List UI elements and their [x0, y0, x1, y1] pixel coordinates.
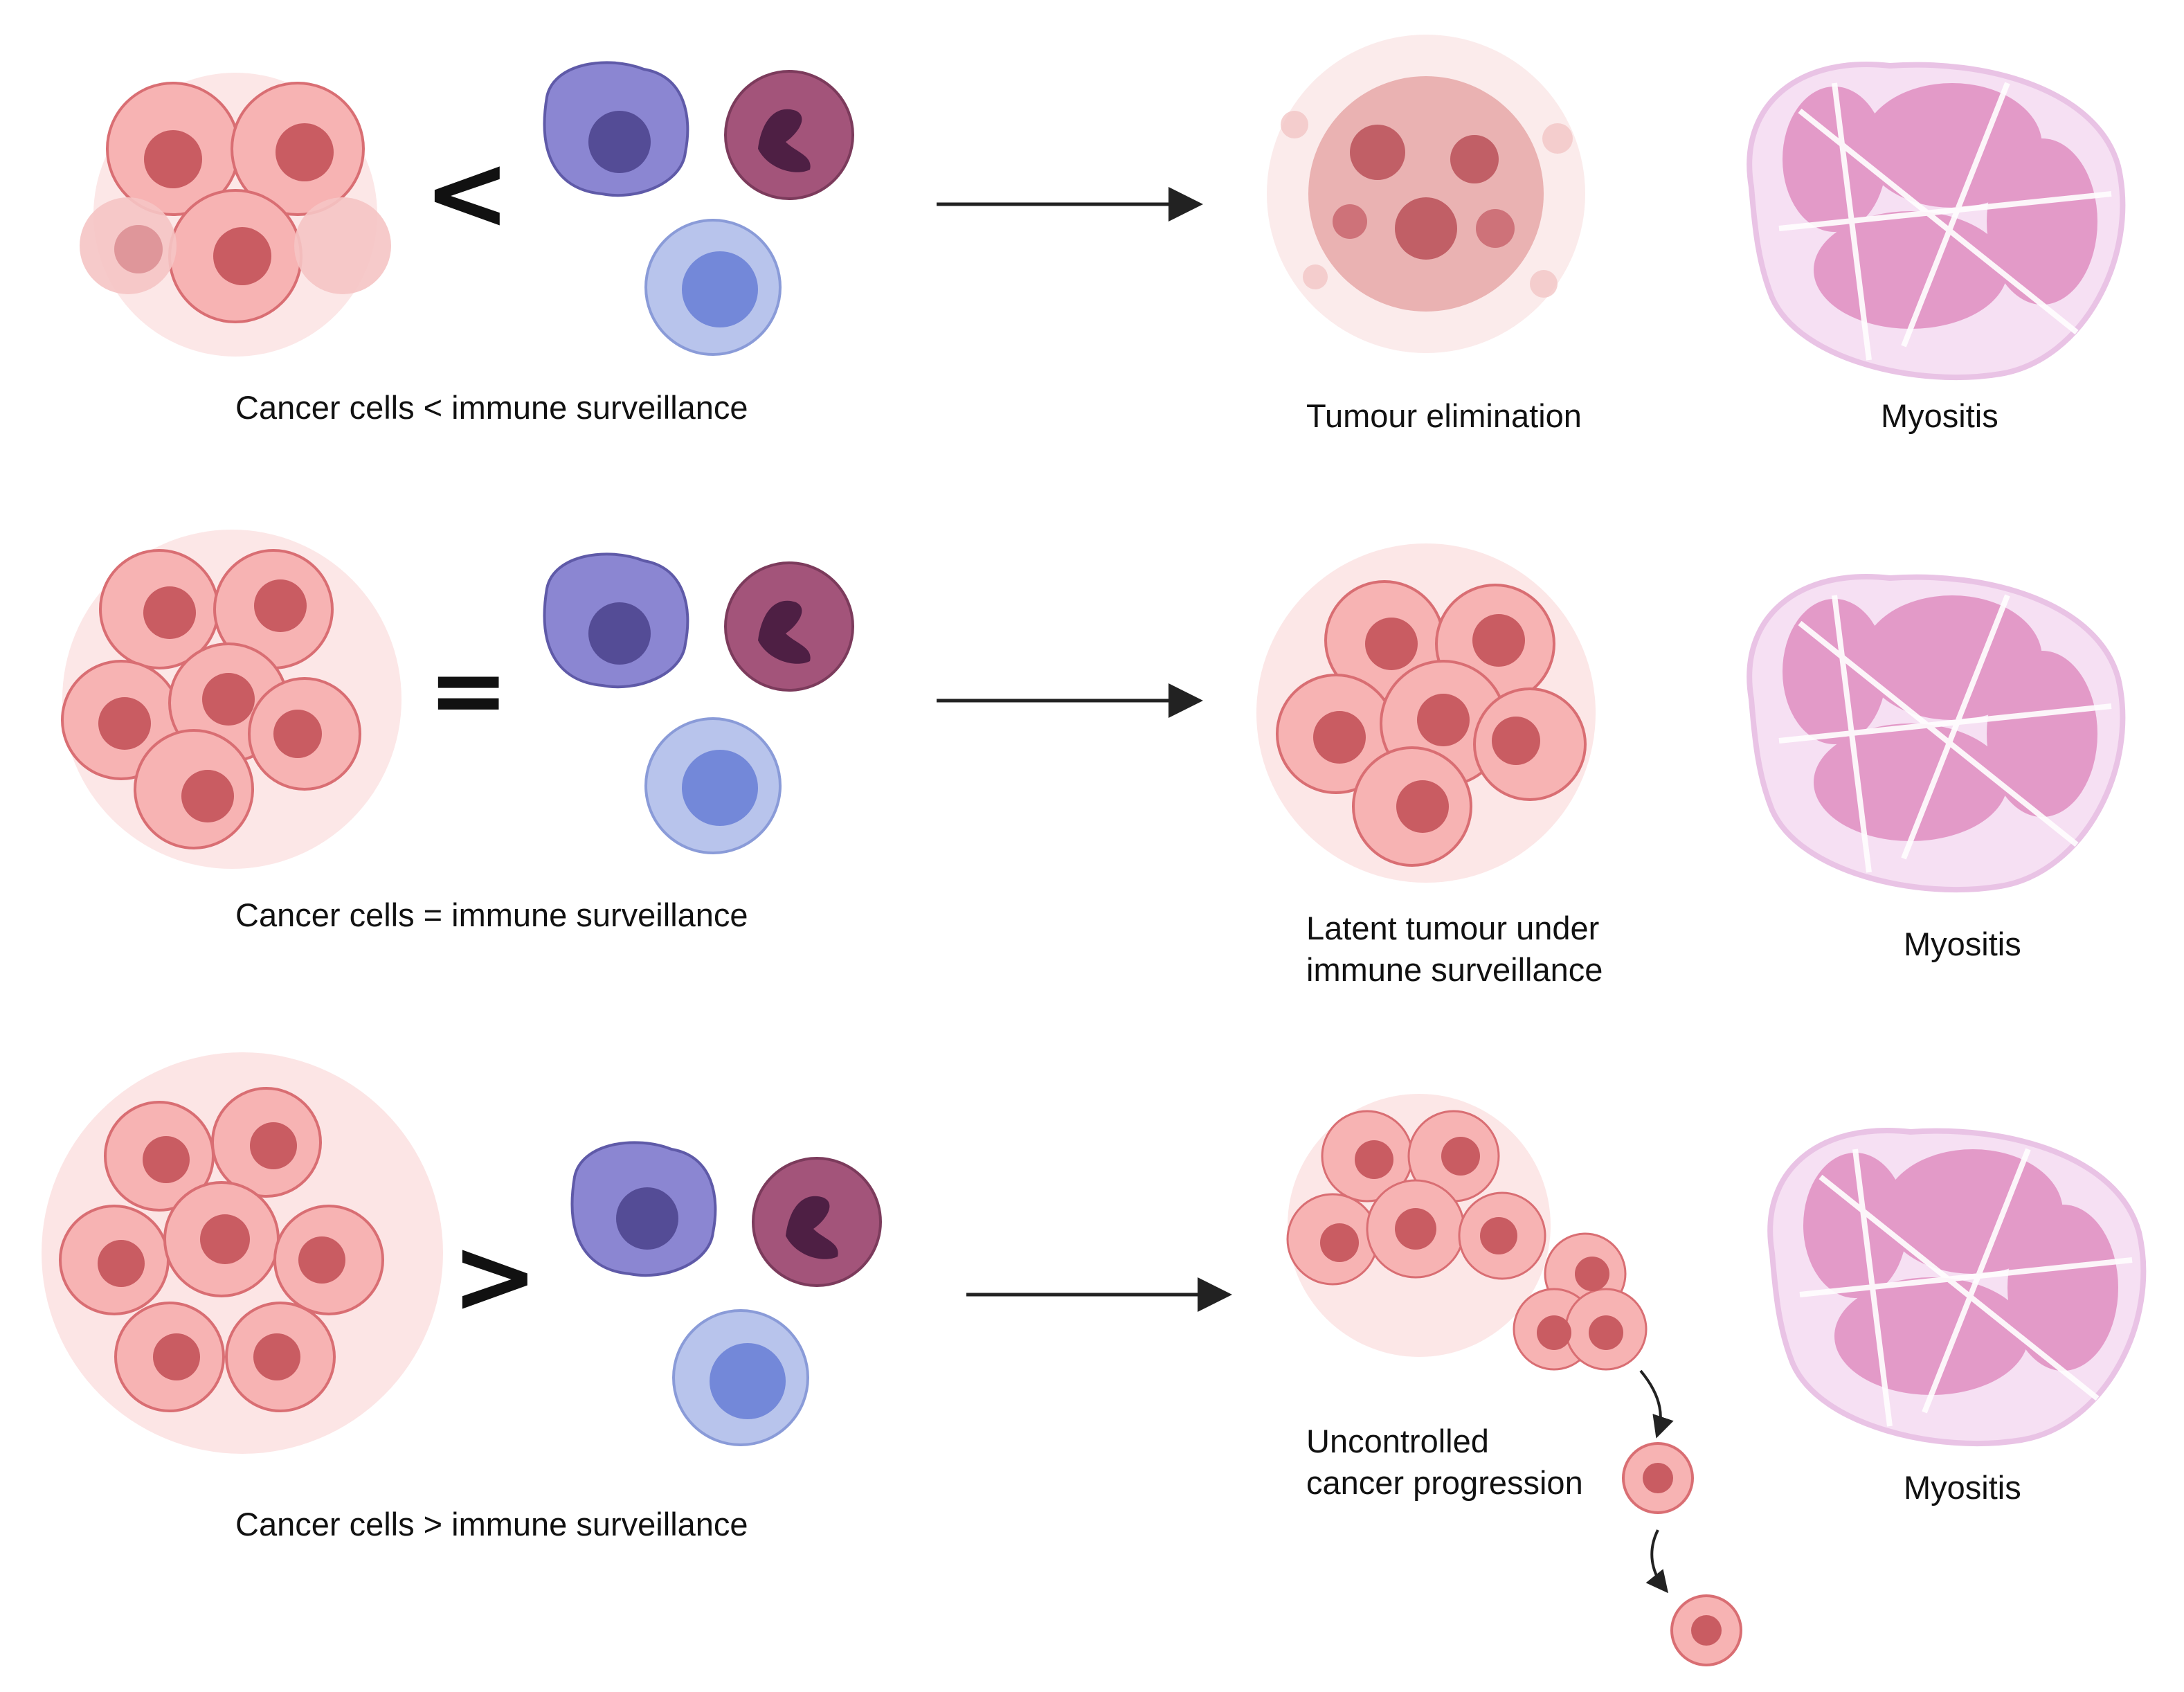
tissue-label-row-2: Myositis	[1904, 926, 2021, 962]
tumour-elimination-icon	[1267, 35, 1585, 353]
muscle-tissue-icon	[1747, 574, 2126, 892]
muscle-tissue-icon	[1747, 62, 2126, 380]
muscle-tissue-icon	[1767, 1128, 2147, 1446]
outcome-row-3-line-2: cancer progression	[1306, 1464, 1583, 1501]
cancer-progression-icon	[1286, 1094, 1742, 1666]
equals-symbol: =	[428, 634, 509, 747]
lymphocyte-cell	[644, 219, 782, 356]
row-2: = Cancer cells = immune surveillance	[61, 530, 2126, 988]
cancer-cluster-medium	[61, 530, 401, 869]
row-3: > Cancer cells > immune surveillance	[42, 1052, 2147, 1666]
less-than-symbol: <	[424, 133, 511, 253]
caption-row-1: Cancer cells < immune surveillance	[235, 389, 748, 426]
cancer-cluster-small	[80, 73, 391, 357]
macrophage-cell	[543, 552, 689, 689]
lymphocyte-cell	[644, 717, 782, 854]
macrophage-cell	[570, 1141, 717, 1277]
metastasis-arrow-2	[1645, 1529, 1668, 1594]
cancer-cluster-large	[42, 1052, 443, 1454]
macrophage-cell	[543, 61, 689, 197]
caption-row-2: Cancer cells = immune surveillance	[235, 897, 748, 933]
outcome-row-2-line-2: immune surveillance	[1306, 951, 1603, 988]
tissue-label-row-1: Myositis	[1881, 397, 1998, 434]
metastasis-arrow-1	[1639, 1369, 1674, 1439]
outcome-row-1-line-1: Tumour elimination	[1306, 397, 1582, 434]
neutrophil-cell	[724, 561, 854, 692]
latent-tumour-icon	[1256, 543, 1596, 883]
outcome-row-3-line-1: Uncontrolled	[1306, 1423, 1489, 1459]
lymphocyte-cell	[672, 1309, 809, 1446]
outcome-row-2-line-1: Latent tumour under	[1306, 910, 1599, 946]
neutrophil-cell	[752, 1157, 882, 1287]
greater-than-symbol: >	[451, 1216, 539, 1337]
row-1: < Cancer cells < immune surveillance	[80, 35, 2126, 434]
caption-row-3: Cancer cells > immune surveillance	[235, 1506, 748, 1542]
neutrophil-cell	[724, 70, 854, 200]
tissue-label-row-3: Myositis	[1904, 1469, 2021, 1506]
